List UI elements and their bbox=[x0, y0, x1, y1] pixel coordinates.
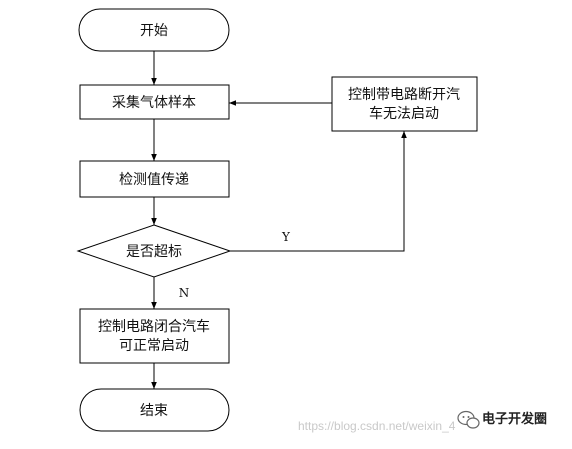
cutoff-box bbox=[331, 76, 478, 132]
close-box bbox=[79, 308, 230, 364]
transfer-label: 检测值传递 bbox=[119, 172, 189, 188]
end-terminal bbox=[79, 388, 230, 432]
watermark-brand: 电子开发圈 bbox=[482, 411, 547, 427]
no-label: N bbox=[179, 286, 190, 300]
wechat-icon bbox=[457, 410, 480, 429]
arrow-yes-to-cutoff bbox=[230, 131, 407, 252]
cutoff-label-line1: 控制带电路断开汽 bbox=[348, 87, 460, 103]
watermark-url: https://blog.csdn.net/weixin_4 bbox=[298, 419, 456, 433]
close-label-line2: 可正常启动 bbox=[119, 338, 189, 354]
decision-label: 是否超标 bbox=[126, 244, 182, 260]
close-label-line1: 控制电路闭合汽车 bbox=[98, 318, 210, 335]
sample-label: 采集气体样本 bbox=[112, 94, 196, 111]
start-label: 开始 bbox=[140, 23, 168, 39]
cutoff-label-line2: 车无法启动 bbox=[369, 105, 439, 122]
end-label: 结束 bbox=[140, 403, 168, 419]
yes-label: Y bbox=[281, 230, 291, 244]
sample-box bbox=[79, 84, 230, 120]
